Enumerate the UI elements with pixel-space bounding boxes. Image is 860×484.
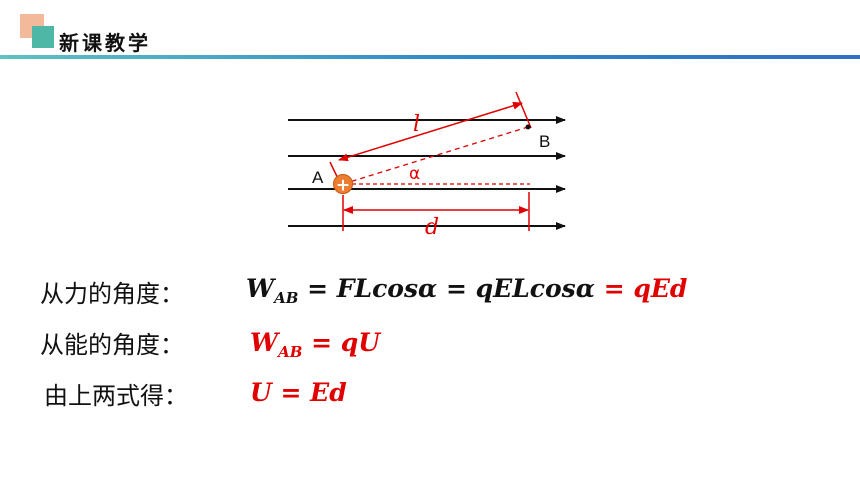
work-energy-formula-w: W xyxy=(250,328,279,357)
force-perspective-row: 从力的角度： WAB = FLcosα = qELcosα = qEd xyxy=(40,274,840,314)
point-B-dot xyxy=(525,124,531,130)
header-rule xyxy=(0,55,860,59)
energy-perspective-row: 从能的角度： WAB = qU xyxy=(40,325,840,365)
work-force-formula-result: = qEd xyxy=(594,274,688,303)
label-alpha: α xyxy=(409,164,420,184)
header-bar: 新课教学 xyxy=(0,0,860,62)
work-force-formula-expression: = FLcosα = qELcosα xyxy=(298,274,595,303)
field-voltage-formula: U = Ed xyxy=(250,378,347,407)
label-A: A xyxy=(312,168,324,187)
work-force-formula: WAB = FLcosα = qELcosα = qEd xyxy=(246,274,687,307)
charge-plus-icon: + xyxy=(336,176,350,196)
work-force-formula-sub: AB xyxy=(274,289,299,307)
l-dimension-arrow xyxy=(338,101,523,162)
positive-charge xyxy=(333,174,353,194)
conclusion-row: 由上两式得： U = Ed xyxy=(40,376,840,416)
work-energy-formula: WAB = qU xyxy=(250,328,380,361)
decor-square-teal xyxy=(32,26,54,48)
section-title: 新课教学 xyxy=(59,31,151,55)
work-force-formula-w: W xyxy=(246,274,275,303)
force-perspective-label: 从力的角度： xyxy=(40,280,184,308)
l-extension-right xyxy=(515,91,532,129)
work-energy-formula-expression: = qU xyxy=(302,328,381,357)
label-B: B xyxy=(539,132,550,151)
label-l: l xyxy=(413,112,420,137)
energy-perspective-label: 从能的角度： xyxy=(40,331,184,359)
label-d: d xyxy=(425,215,439,240)
work-energy-formula-sub: AB xyxy=(278,343,303,361)
conclusion-label: 由上两式得： xyxy=(44,382,188,410)
